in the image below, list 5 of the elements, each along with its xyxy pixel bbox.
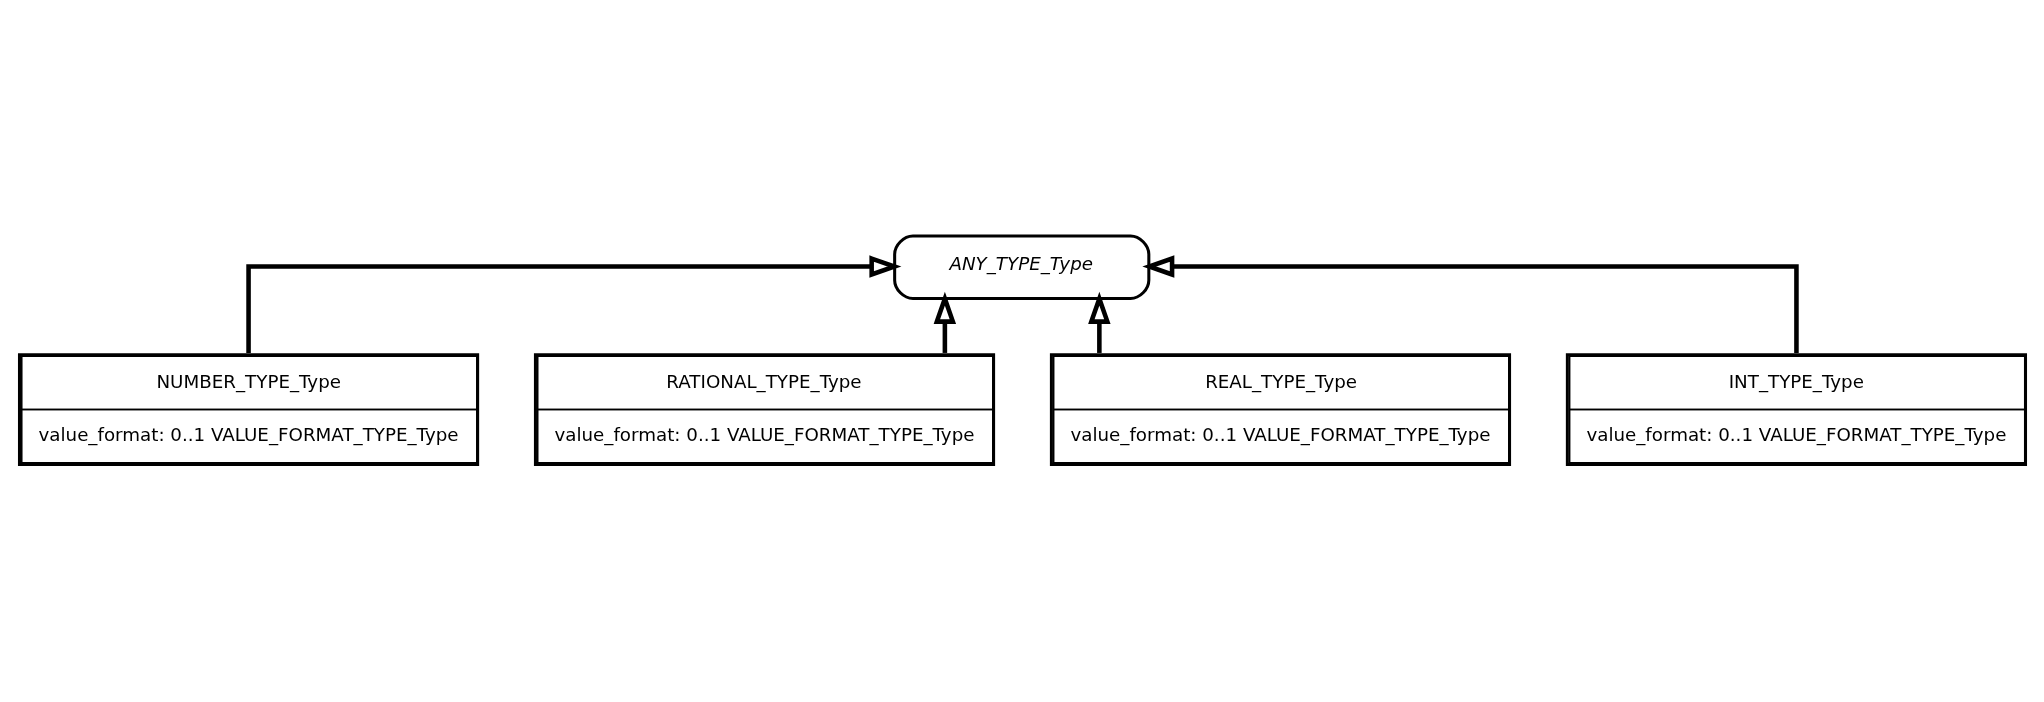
arrow <box>245 255 901 354</box>
arrow <box>933 291 956 353</box>
arrow <box>1141 255 1799 354</box>
node-box: ANY_TYPE_Type <box>892 234 1150 300</box>
arrow <box>1087 291 1111 353</box>
